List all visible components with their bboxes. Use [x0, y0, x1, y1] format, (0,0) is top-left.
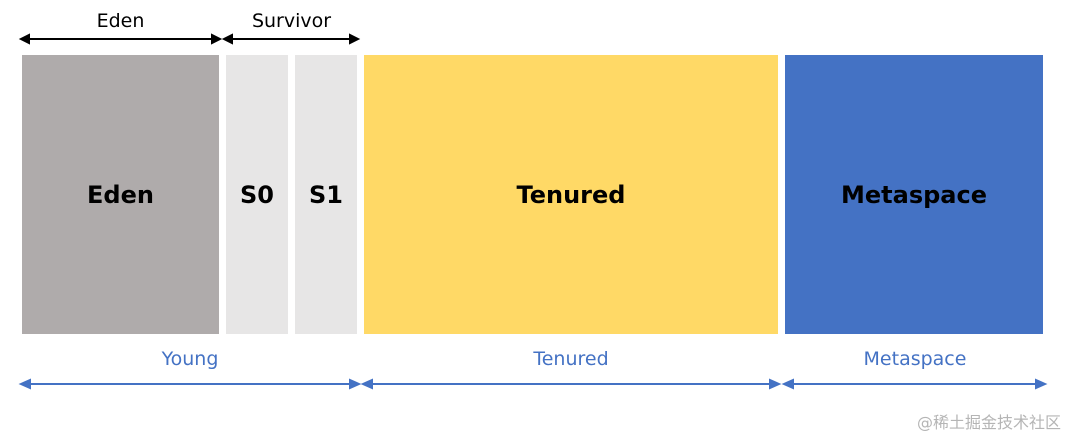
survivor-top-label: Survivor [251, 10, 332, 32]
young-bottom-arrow [18, 378, 362, 390]
tenured-block-label: Tenured [516, 180, 626, 209]
tenured-block: Tenured [364, 55, 778, 334]
watermark-text: @稀土掘金技术社区 [916, 413, 1061, 432]
eden-block: Eden [22, 55, 219, 334]
s0-block: S0 [226, 55, 288, 334]
survivor-top-arrow [221, 33, 361, 45]
s1-block-label: S1 [309, 180, 343, 209]
young-bottom-label: Young [161, 348, 219, 370]
s0-block-label: S0 [240, 180, 274, 209]
eden-top-arrow [18, 33, 223, 45]
eden-block-label: Eden [87, 180, 154, 209]
tenured-bottom-label: Tenured [533, 348, 609, 370]
metaspace-block-label: Metaspace [841, 180, 987, 209]
metaspace-bottom-arrow [781, 378, 1048, 390]
eden-top-label: Eden [96, 10, 145, 32]
metaspace-block: Metaspace [785, 55, 1043, 334]
metaspace-bottom-label: Metaspace [863, 348, 967, 370]
s1-block: S1 [295, 55, 357, 334]
tenured-bottom-arrow [360, 378, 782, 390]
